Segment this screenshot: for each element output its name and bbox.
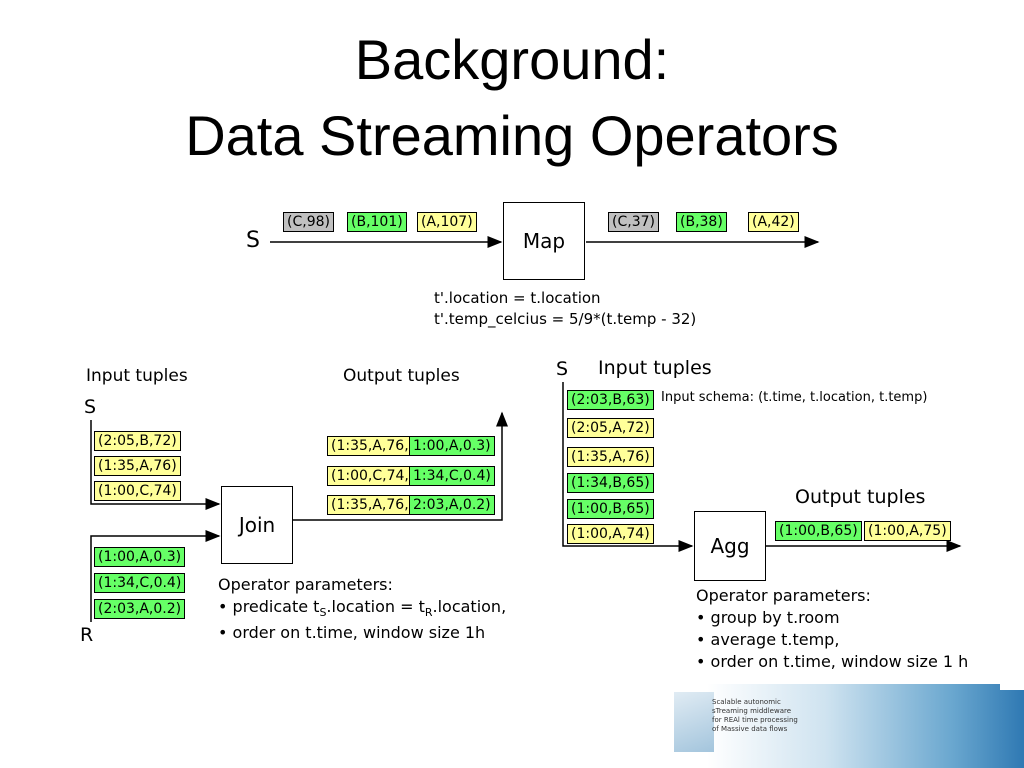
agg-input-header: Input tuples xyxy=(598,357,712,379)
agg-output-header: Output tuples xyxy=(795,486,926,508)
map-operator-box: Map xyxy=(503,202,585,280)
agg-input-tuple: (1:00,B,65) xyxy=(567,499,654,519)
map-formula-location: t'.location = t.location xyxy=(434,289,601,307)
map-input-tuple: (C,98) xyxy=(283,212,334,232)
join-output-left: (1:00,C,74, xyxy=(327,466,412,486)
join-s-tuple: (2:05,B,72) xyxy=(94,431,181,451)
join-output-right: 2:03,A,0.2) xyxy=(409,495,495,515)
join-s-label: S xyxy=(84,396,97,418)
join-r-label: R xyxy=(80,624,94,646)
join-param-predicate: • predicate tS.location = tR.location, xyxy=(218,597,507,620)
bullet-icon: • xyxy=(218,623,228,642)
project-logo-banner: Scalable autonomic sTreaming middleware … xyxy=(664,684,1024,768)
join-output-left: (1:35,A,76, xyxy=(327,495,412,515)
bullet-icon: • xyxy=(218,597,228,616)
agg-output-tuple: (1:00,A,75) xyxy=(864,521,951,541)
logo-corner-notch xyxy=(1000,684,1024,690)
slide-title-line2: Data Streaming Operators xyxy=(185,104,839,167)
join-param-order: • order on t.time, window size 1h xyxy=(218,623,486,642)
slide-title-line1: Background: xyxy=(354,28,670,91)
agg-param-item: • group by t.room xyxy=(696,608,840,627)
join-input-header: Input tuples xyxy=(86,366,188,386)
agg-input-tuple: (2:03,B,63) xyxy=(567,390,654,410)
bullet-icon: • xyxy=(696,608,706,627)
map-input-tuple: (A,107) xyxy=(417,212,477,232)
join-output-left: (1:35,A,76, xyxy=(327,436,412,456)
map-output-tuple: (B,38) xyxy=(676,212,727,232)
bullet-icon: • xyxy=(696,630,706,649)
map-output-tuple: (A,42) xyxy=(748,212,799,232)
agg-input-tuple: (1:35,A,76) xyxy=(567,447,654,467)
map-output-tuple: (C,37) xyxy=(608,212,659,232)
agg-input-tuple: (1:00,A,74) xyxy=(567,524,654,544)
join-s-arrow xyxy=(90,420,221,510)
join-r-tuple: (1:34,C,0.4) xyxy=(94,573,186,593)
agg-input-schema: Input schema: (t.time, t.location, t.tem… xyxy=(661,390,928,405)
join-params-header: Operator parameters: xyxy=(218,575,393,594)
agg-param-item: • average t.temp, xyxy=(696,630,840,649)
join-output-right: 1:00,A,0.3) xyxy=(409,436,495,456)
logo-graphic xyxy=(674,692,714,752)
agg-s-label: S xyxy=(556,358,569,380)
map-formula-temp: t'.temp_celcius = 5/9*(t.temp - 32) xyxy=(434,310,697,328)
join-operator-box: Join xyxy=(221,486,293,564)
map-stream-label: S xyxy=(246,228,260,253)
join-output-arrow xyxy=(292,411,508,521)
join-output-right: 1:34,C,0.4) xyxy=(409,466,495,486)
map-input-tuple: (B,101) xyxy=(347,212,407,232)
join-s-tuple: (1:35,A,76) xyxy=(94,456,181,476)
join-r-tuple: (2:03,A,0.2) xyxy=(94,599,186,619)
agg-input-tuple: (2:05,A,72) xyxy=(567,418,654,438)
agg-params-header: Operator parameters: xyxy=(696,586,871,605)
agg-input-arrow xyxy=(562,382,694,552)
agg-param-item: • order on t.time, window size 1 h xyxy=(696,652,969,671)
join-s-tuple: (1:00,C,74) xyxy=(94,481,181,501)
join-r-tuple: (1:00,A,0.3) xyxy=(94,547,186,567)
join-output-header: Output tuples xyxy=(343,366,460,386)
agg-output-tuple: (1:00,B,65) xyxy=(775,521,862,541)
join-r-arrow xyxy=(90,530,221,622)
agg-input-tuple: (1:34,B,65) xyxy=(567,473,654,493)
logo-tagline: Scalable autonomic sTreaming middleware … xyxy=(712,698,798,733)
agg-operator-box: Agg xyxy=(694,511,766,581)
bullet-icon: • xyxy=(696,652,706,671)
